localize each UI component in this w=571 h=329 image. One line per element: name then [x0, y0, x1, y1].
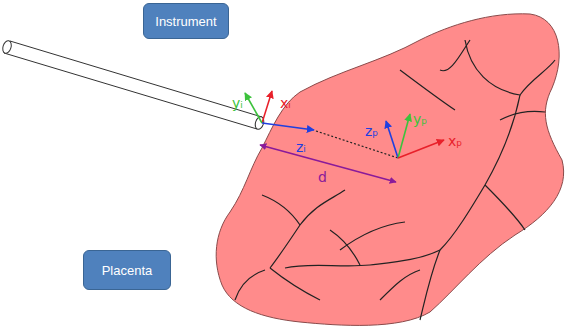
axis-label: xₚ — [448, 134, 462, 148]
distance-label: d — [318, 170, 327, 184]
instrument-frame — [245, 91, 314, 130]
axis-label: xᵢ — [280, 96, 291, 110]
box-title: Instrument — [155, 14, 216, 29]
instrument-label-box: Instrument — [143, 3, 229, 39]
instrument-shaft — [1, 40, 265, 131]
axis-label: yₚ — [413, 112, 427, 126]
axis-label: zₚ — [365, 124, 378, 138]
placenta-label-box: Placenta — [83, 250, 171, 290]
dotted-axis — [316, 131, 398, 158]
placenta-outline — [216, 14, 563, 326]
box-title: Placenta — [102, 263, 153, 278]
axis-label: zᵢ — [296, 140, 306, 154]
distance-arrow — [260, 145, 396, 182]
axis-label: yᵢ — [232, 96, 243, 110]
placenta-veins — [235, 40, 555, 320]
